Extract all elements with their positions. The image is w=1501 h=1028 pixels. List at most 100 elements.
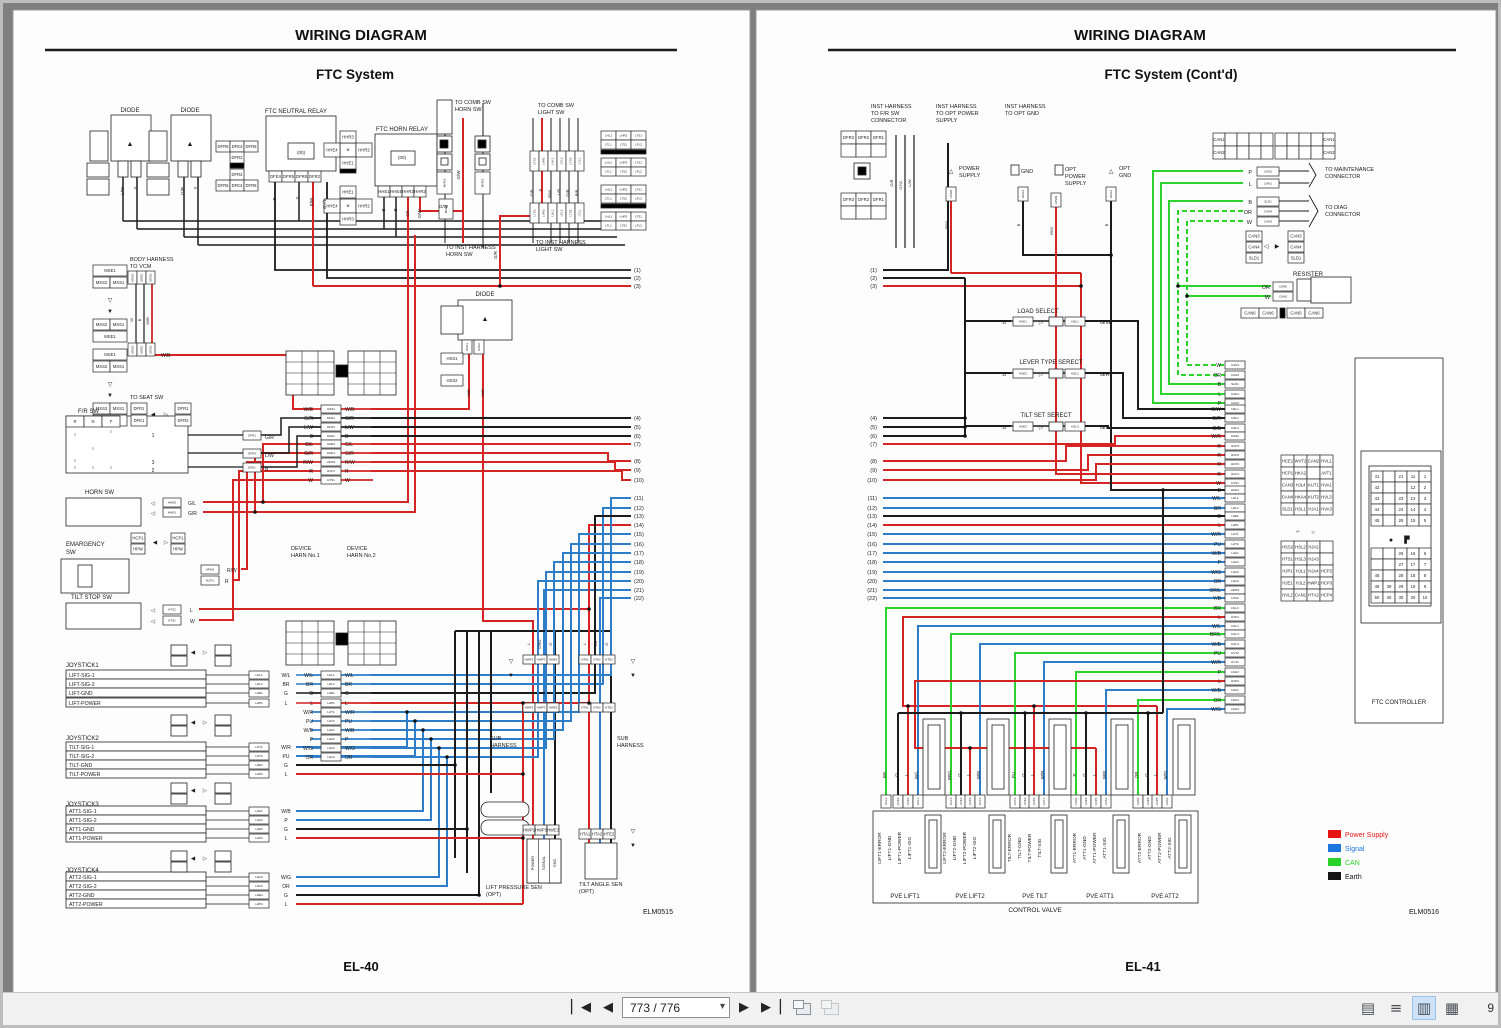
- diagram-label: SUPPLY: [959, 173, 981, 179]
- diagram-label: OR: [1262, 285, 1270, 291]
- diagram-label: ▷: [164, 540, 169, 546]
- connector-pin-label: HHE1: [378, 189, 390, 194]
- connector-pin-label: HPW1: [327, 460, 336, 464]
- connector-cell: [1224, 145, 1238, 160]
- component-box: [170, 714, 188, 726]
- connector-pin-label: HJE1: [255, 691, 263, 695]
- diagram-label: RESISTER: [1293, 272, 1324, 278]
- page-number-combobox[interactable]: 773 / 776 ▾: [622, 997, 730, 1018]
- connector-pin-label: KUT1: [1308, 482, 1319, 487]
- first-page-button[interactable]: ▏◀: [568, 999, 594, 1016]
- component-box: [439, 139, 449, 149]
- connector-pin-label: 10: [1423, 595, 1428, 600]
- page-subtitle: FTC System: [316, 67, 394, 82]
- connector-cell: [630, 193, 647, 204]
- diagram-label: B: [1104, 223, 1109, 226]
- wire-g: [1168, 200, 1243, 385]
- layout-mode-two-page[interactable]: ▥: [1412, 996, 1436, 1020]
- connector-pin-label: 40: [1387, 595, 1392, 600]
- diagram-label: L: [1092, 773, 1097, 776]
- connector-pin-label: 9: [1424, 584, 1427, 589]
- diagram-label: W/G: [345, 746, 355, 752]
- connector-pin-label: HJT2: [327, 719, 334, 723]
- layout-mode-two-page-continuous[interactable]: ▦: [1440, 996, 1464, 1020]
- connector-pin-label: 8: [1424, 573, 1427, 578]
- connector-cell: [870, 205, 887, 220]
- diagram-label: L: [285, 836, 288, 842]
- connector-pin-label: DFE1: [134, 418, 145, 423]
- diagram-label: W/B: [345, 407, 355, 413]
- diagram-label: (10): [867, 478, 877, 484]
- diagram-label: G: [548, 642, 553, 645]
- connector-pin-label: HJE2: [255, 763, 263, 767]
- diagram-label: PVE ATT2: [1151, 894, 1179, 900]
- diagram-label: LIFT1-GND: [887, 835, 893, 860]
- connector-pin-label: MSE1: [140, 345, 144, 354]
- previous-view-button[interactable]: [790, 998, 812, 1018]
- wire-b: [371, 543, 631, 722]
- connector-cell: [1224, 548, 1246, 558]
- connector-pin-label: MSS1: [113, 406, 125, 411]
- diagram-label: L: [526, 642, 531, 645]
- diagram-label: LIFT1-ERROR: [877, 832, 883, 864]
- layout-mode-single-page[interactable]: ▤: [1356, 996, 1380, 1020]
- diagram-label: ×: [346, 148, 350, 154]
- connector-cell: [355, 198, 373, 214]
- connector-pin-label: HCE1: [1282, 458, 1294, 463]
- connector-pin-label: CAN1: [1231, 392, 1239, 396]
- connector-pin-label: MSS1: [113, 322, 125, 327]
- connector-cell: [1256, 216, 1280, 227]
- connector-pin-label: HTE2: [605, 658, 613, 662]
- connector-cell: [1224, 603, 1246, 613]
- connector-cell: [1260, 145, 1274, 160]
- connector-cell: [1224, 441, 1246, 451]
- connector-cell: [912, 794, 924, 809]
- connector-cell: [355, 142, 373, 158]
- diagram-label: (14): [867, 523, 877, 529]
- component-box: [65, 497, 142, 527]
- connector-pin-label: HSE1: [1019, 320, 1027, 324]
- diagram-label: F/R SW: [78, 409, 99, 415]
- diagram-label: G/R: [345, 451, 354, 457]
- page-subtitle: FTC System (Cont'd): [1105, 67, 1238, 82]
- diagram-label: (15): [634, 532, 644, 538]
- diagram-label: P: [1218, 401, 1222, 407]
- connector-pin-label: KUT2: [1308, 494, 1319, 499]
- connector-pin-label: HJA2: [255, 818, 263, 822]
- wire-k: [1085, 372, 1225, 419]
- previous-page-button[interactable]: ◀: [600, 999, 616, 1016]
- diagram-label: W/G: [281, 875, 291, 881]
- connector-pin-label: HJA2: [1308, 544, 1319, 549]
- wire-g: [1075, 671, 1225, 795]
- connector-pin-label: HVT1: [1042, 797, 1046, 805]
- diagram-label: R/W: [345, 460, 355, 466]
- diagram-label: R/W: [1049, 227, 1054, 235]
- diagram-label: OPT: [1119, 166, 1131, 172]
- connector-cell: [1248, 132, 1262, 147]
- next-view-button[interactable]: [818, 998, 840, 1018]
- connector-cell: [1382, 481, 1396, 494]
- connector-pin-label: 16: [1411, 551, 1416, 556]
- diagram-label: ATT1-SIG-2: [69, 818, 97, 824]
- connector-cell: [855, 143, 872, 158]
- connector-cell: [1287, 252, 1305, 264]
- connector-pin-label: HWP1: [525, 658, 534, 662]
- component-box: [1053, 724, 1067, 790]
- connector-pin-label: 4: [1424, 507, 1427, 512]
- diagram-label: G/R: [493, 250, 498, 259]
- connector-cell: [1100, 794, 1112, 809]
- connector-cell: [546, 654, 560, 665]
- diagram-label: G: [284, 827, 288, 833]
- layout-mode-continuous[interactable]: ≡: [1384, 996, 1408, 1020]
- connector-pin-label: DFR2: [232, 155, 244, 160]
- next-page-button[interactable]: ▶: [736, 999, 752, 1016]
- connector-pin-label: MSS2: [96, 364, 108, 369]
- last-page-button[interactable]: ▶▕: [758, 999, 784, 1016]
- component-box: [1054, 164, 1064, 176]
- diagram-label: SUB: [490, 736, 502, 742]
- connector-pin-label: DFE4: [232, 183, 243, 188]
- connector-pin-label: HVP3: [1231, 679, 1239, 683]
- connector-pin-label: HSL2: [1295, 544, 1306, 549]
- connector-cell: [109, 276, 128, 289]
